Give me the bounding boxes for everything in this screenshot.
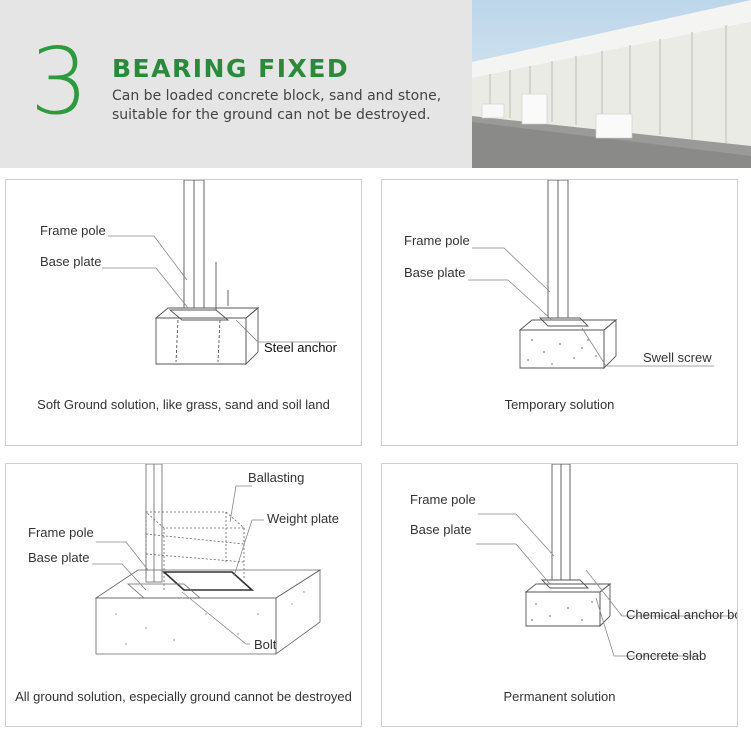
permanent-diagram (476, 464, 736, 657)
panel-permanent: Frame pole Base plate Chemical anchor bo… (381, 463, 738, 727)
label-frame-pole: Frame pole (28, 525, 94, 540)
label-ballasting: Ballasting (248, 470, 305, 485)
all-ground-diagram (92, 464, 322, 655)
header-banner: 3 BEARING FIXED Can be loaded concrete b… (0, 0, 751, 168)
soft-ground-diagram (102, 180, 336, 366)
section-subtitle: Can be loaded concrete block, sand and s… (112, 87, 441, 125)
label-base-plate: Base plate (404, 265, 466, 280)
caption-soft-ground: Soft Ground solution, like grass, sand a… (37, 397, 330, 412)
temporary-diagram (468, 180, 714, 370)
section-number: 3 (30, 28, 89, 135)
panel-all-ground: Ballasting Weight plate Frame pole Base … (5, 463, 362, 727)
caption-temporary: Temporary solution (504, 397, 615, 412)
caption-permanent: Permanent solution (503, 689, 616, 704)
label-base-plate: Base plate (40, 254, 102, 269)
header-background (0, 0, 472, 168)
panel-temporary: Frame pole Base plate Swell screw Tempor… (381, 179, 738, 446)
tent-photo (472, 0, 751, 168)
caption-all-ground: All ground solution, especially ground c… (15, 689, 352, 704)
subtitle-line-1: Can be loaded concrete block, sand and s… (112, 88, 442, 104)
label-weight-plate: Weight plate (267, 511, 340, 526)
label-base-plate: Base plate (410, 522, 472, 537)
label-base-plate: Base plate (28, 550, 90, 565)
panel-soft-ground: Frame pole Base plate Steel anchor Soft … (5, 179, 362, 446)
label-bolt: Bolt (254, 637, 277, 652)
label-frame-pole: Frame pole (410, 492, 476, 507)
label-concrete-slab: Concrete slab (626, 648, 707, 663)
section-title: BEARING FIXED (112, 54, 350, 83)
label-frame-pole: Frame pole (40, 223, 106, 238)
label-swell-screw: Swell screw (643, 350, 712, 365)
subtitle-line-2: suitable for the ground can not be destr… (112, 107, 431, 123)
label-steel-anchor: Steel anchor (264, 340, 337, 355)
label-chemical-anchor-bolt: Chemical anchor bolt (626, 607, 738, 622)
label-frame-pole: Frame pole (404, 233, 470, 248)
